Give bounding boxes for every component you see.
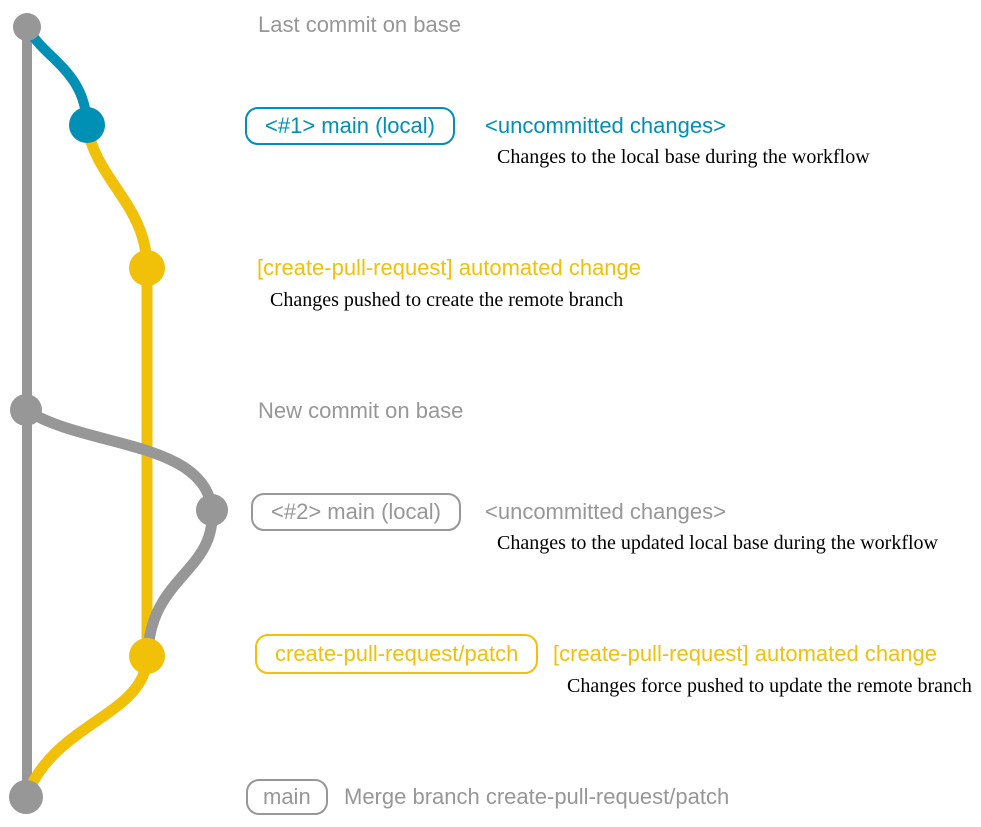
label-last-commit-on-base: Last commit on base [258,12,461,37]
updated-local-branch-line [20,404,218,660]
commit-dot-last-base [13,13,41,41]
commit-description-2: Changes to the updated local base during… [497,532,938,554]
commit-description-automated-change-1: Changes pushed to create the remote bran… [270,289,624,311]
commit-dot-new-base [10,394,42,426]
commit-dot-main-local-2 [196,494,228,526]
branch-badge-main-local-2: <#2> main (local) [251,493,461,531]
branch-badge-main: main [246,779,328,815]
commit-dot-automated-change-1 [129,250,165,286]
branch-badge-create-pull-request-patch: create-pull-request/patch [255,634,539,674]
label-merge-branch: Merge branch create-pull-request/patch [344,784,730,809]
commit-title-uncommitted-changes-2: <uncommitted changes> [485,499,726,524]
branch-badge-main-local-1: <#1> main (local) [245,107,455,145]
commit-dot-main-local-1 [69,107,105,143]
commit-dot-merge [9,780,43,814]
label-new-commit-on-base: New commit on base [258,398,464,423]
commit-title-uncommitted-changes-1: <uncommitted changes> [485,113,726,138]
commit-title-automated-change-1: [create-pull-request] automated change [257,255,642,280]
commit-description-1: Changes to the local base during the wor… [497,146,870,168]
patch-branch-line [21,119,153,801]
commit-dot-automated-change-2 [129,638,165,674]
commit-description-automated-change-2: Changes force pushed to update the remot… [567,675,972,697]
commit-title-automated-change-2: [create-pull-request] automated change [553,641,938,666]
